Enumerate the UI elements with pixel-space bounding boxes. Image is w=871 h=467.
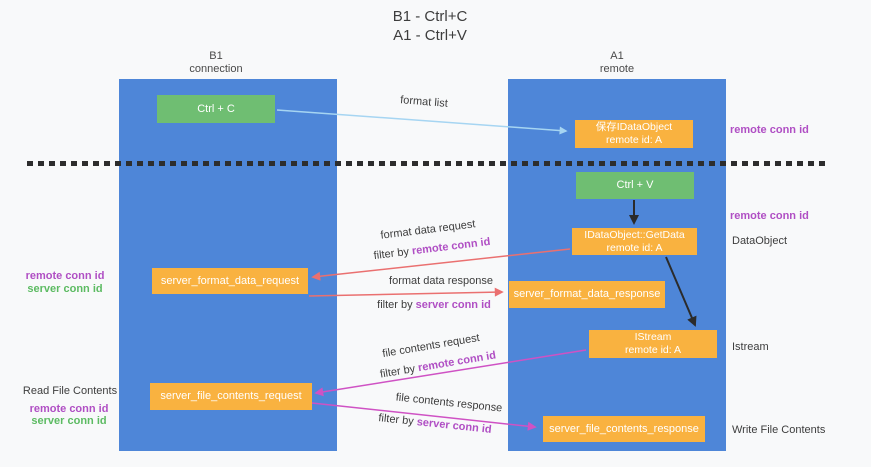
label-dataobject: DataObject bbox=[732, 235, 788, 247]
remote-conn-id-text: remote conn id bbox=[411, 235, 491, 258]
node-idataobject-getdata-line2: remote id: A bbox=[606, 241, 663, 254]
node-server-file-contents-response-label: server_file_contents_response bbox=[549, 422, 699, 435]
node-idataobject-getdata-line1: IDataObject::GetData bbox=[584, 228, 685, 241]
filter-by-text: filter by bbox=[377, 299, 413, 311]
node-istream: IStream remote id: A bbox=[589, 330, 717, 358]
lane-a1-role: remote bbox=[599, 63, 635, 75]
diagram-title: B1 - Ctrl+C A1 - Ctrl+V bbox=[393, 7, 468, 45]
label-write-file-contents: Write File Contents bbox=[732, 424, 826, 436]
node-ctrl-c: Ctrl + C bbox=[157, 95, 275, 123]
node-server-file-contents-response: server_file_contents_response bbox=[543, 416, 705, 442]
node-istream-line2: remote id: A bbox=[624, 344, 682, 356]
lane-a1-name: A1 bbox=[610, 50, 624, 62]
edge-label-filter-by-server-1: filter by server conn id bbox=[377, 299, 491, 311]
node-server-format-data-response: server_format_data_response bbox=[509, 281, 665, 308]
label-remote-conn-id-right-2: remote conn id bbox=[730, 210, 809, 222]
edge-label-filter-by-server-2: filter by server conn id bbox=[378, 412, 492, 436]
node-server-format-data-request-label: server_format_data_request bbox=[160, 274, 300, 287]
node-save-idataobject: 保存IDataObject remote id: A bbox=[575, 120, 693, 148]
diagram-title-line2: A1 - Ctrl+V bbox=[393, 27, 467, 44]
lane-a1-header: A1 remote bbox=[600, 50, 634, 76]
edge-format-data-response-arrow bbox=[308, 287, 504, 297]
label-remote-conn-id-right-1: remote conn id bbox=[730, 124, 809, 136]
node-server-format-data-response-label: server_format_data_response bbox=[513, 288, 661, 300]
diagram-title-line1: B1 - Ctrl+C bbox=[392, 8, 468, 25]
node-save-idataobject-line2: remote id: A bbox=[605, 134, 663, 146]
label-istream: Istream bbox=[732, 341, 769, 353]
label-server-conn-id-left-2: server conn id bbox=[31, 415, 107, 427]
node-ctrl-v-label: Ctrl + V bbox=[616, 179, 654, 191]
filter-by-text: filter by bbox=[379, 362, 417, 381]
node-server-file-contents-request: server_file_contents_request bbox=[150, 383, 312, 410]
lane-b1-role: connection bbox=[189, 63, 243, 75]
label-remote-conn-id-left-2: remote conn id bbox=[29, 403, 109, 415]
node-ctrl-c-label: Ctrl + C bbox=[197, 102, 235, 115]
server-conn-id-text: server conn id bbox=[415, 299, 491, 311]
node-idataobject-getdata: IDataObject::GetData remote id: A bbox=[572, 228, 697, 255]
filter-by-text: filter by bbox=[377, 412, 415, 428]
filter-by-text: filter by bbox=[373, 245, 410, 263]
edge-label-format-data-response: format data response bbox=[389, 275, 493, 287]
node-ctrl-v: Ctrl + V bbox=[576, 172, 694, 199]
lane-b1-name: B1 bbox=[209, 50, 223, 62]
phase-separator-dashed-line bbox=[27, 161, 830, 166]
remote-conn-id-text: remote conn id bbox=[417, 349, 497, 375]
node-server-file-contents-request-label: server_file_contents_request bbox=[160, 390, 302, 402]
lane-b1-header: B1 connection bbox=[189, 50, 242, 76]
node-save-idataobject-line1: 保存IDataObject bbox=[595, 121, 673, 133]
label-remote-conn-id-left-1: remote conn id bbox=[25, 270, 105, 282]
node-server-format-data-request: server_format_data_request bbox=[152, 268, 308, 294]
node-istream-line1: IStream bbox=[634, 331, 672, 343]
edge-label-format-list: format list bbox=[399, 94, 449, 110]
label-read-file-contents: Read File Contents bbox=[22, 385, 118, 397]
server-conn-id-text: server conn id bbox=[416, 416, 493, 436]
edge-label-file-contents-response: file contents response bbox=[395, 391, 503, 415]
label-server-conn-id-left-1: server conn id bbox=[27, 283, 103, 295]
